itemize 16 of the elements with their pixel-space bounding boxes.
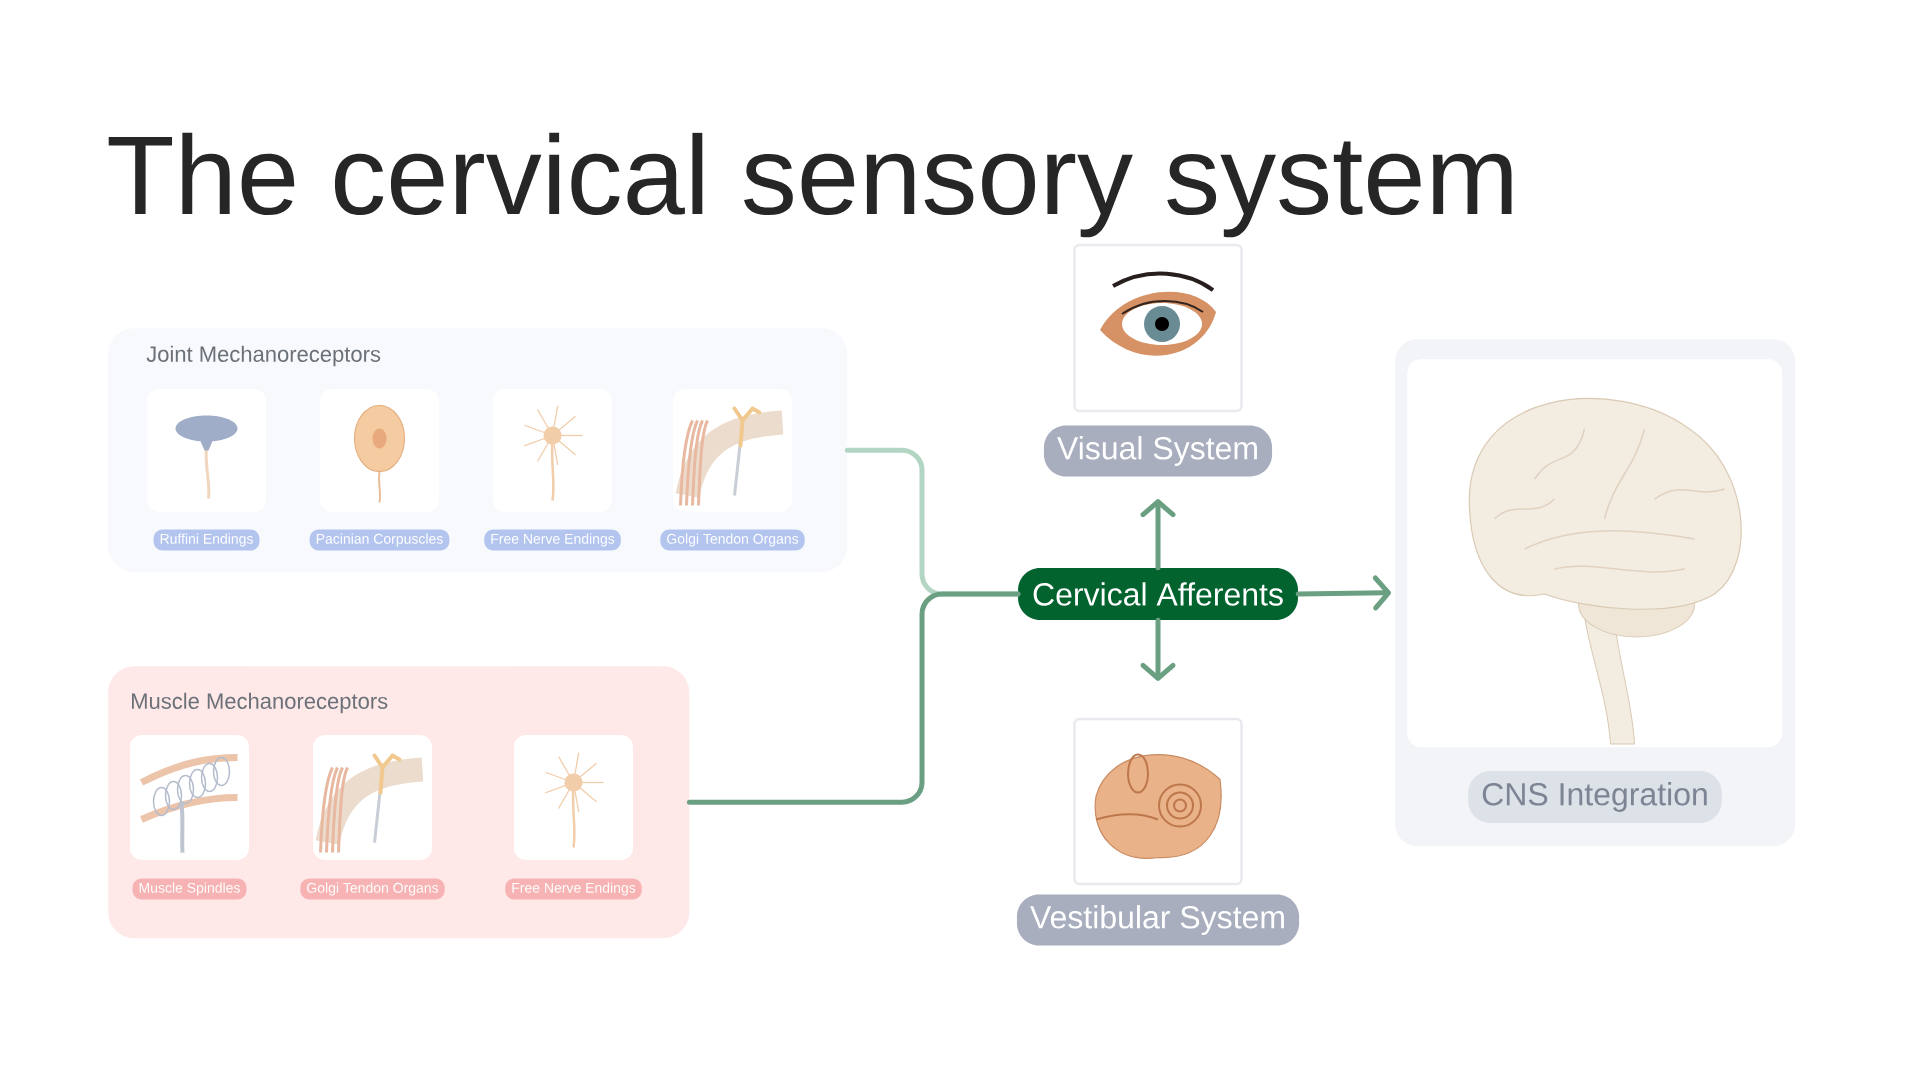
title: The cervical sensory system <box>108 132 1512 238</box>
label-pill: Ruffini Endings <box>153 529 260 551</box>
connector-arrow <box>1295 575 1391 611</box>
connector-arrow <box>1140 499 1176 571</box>
label-pill: Pacinian Corpuscles <box>309 529 450 551</box>
label-pill: CNS Integration <box>1468 771 1722 823</box>
label-pill: Visual System <box>1043 425 1273 477</box>
label-pill: Free Nerve Endings <box>484 529 621 551</box>
group-heading: Joint Mechanoreceptors <box>146 345 381 367</box>
hub-pill: Cervical Afferents <box>1018 568 1298 620</box>
label-pill: Vestibular System <box>1016 894 1300 946</box>
group-heading: Muscle Mechanoreceptors <box>132 692 388 714</box>
label-pill: Golgi Tendon Organs <box>300 878 445 900</box>
label-pill: Free Nerve Endings <box>505 878 642 900</box>
label-pill: Muscle Spindles <box>132 878 247 900</box>
label-pill: Golgi Tendon Organs <box>660 529 805 551</box>
